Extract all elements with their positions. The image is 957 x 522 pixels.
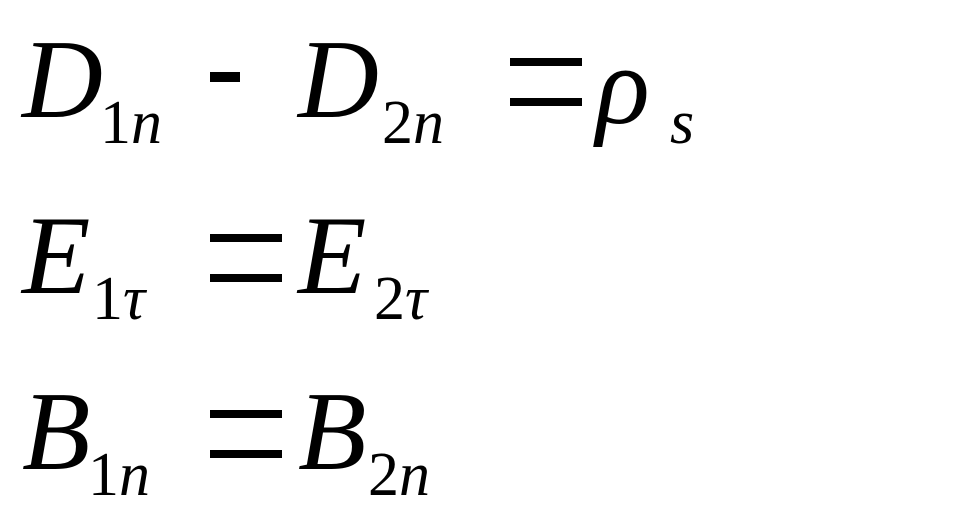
- symbol-b: B: [298, 370, 367, 494]
- equation-tangential-e: E 1τ = E 2τ: [0, 176, 957, 346]
- symbol-b: B: [22, 370, 91, 494]
- symbol-e: E: [298, 194, 367, 318]
- subscript-number: 2: [382, 89, 413, 157]
- equation-normal-d: D 1n - D 2n = ρ s: [0, 0, 957, 170]
- subscript-number: 1: [92, 265, 123, 333]
- subscript-variable: n: [119, 441, 150, 509]
- symbol-e: E: [22, 194, 91, 318]
- subscript-1n: 1n: [88, 444, 150, 506]
- subscript-variable: n: [399, 441, 430, 509]
- equals-sign: [510, 58, 582, 106]
- subscript-number: 1: [88, 441, 119, 509]
- subscript-number: 2: [374, 265, 405, 333]
- subscript-1n: 1n: [100, 92, 162, 154]
- subscript-2tau: 2τ: [374, 268, 427, 330]
- subscript-variable: τ: [405, 265, 428, 333]
- minus-sign: [210, 72, 240, 82]
- subscript-variable: s: [670, 89, 695, 157]
- subscript-number: 2: [368, 441, 399, 509]
- subscript-1tau: 1τ: [92, 268, 145, 330]
- equation-normal-b: B 1n = B 2n: [0, 352, 957, 522]
- symbol-d: D: [298, 18, 379, 142]
- subscript-number: 1: [100, 89, 131, 157]
- equals-sign: [210, 234, 282, 282]
- subscript-2n: 2n: [382, 92, 444, 154]
- subscript-s: s: [670, 92, 694, 154]
- subscript-variable: τ: [123, 265, 146, 333]
- symbol-rho: ρ: [596, 24, 650, 148]
- equals-sign: [210, 410, 282, 458]
- subscript-variable: n: [413, 89, 444, 157]
- subscript-2n: 2n: [368, 444, 430, 506]
- symbol-d: D: [22, 18, 103, 142]
- subscript-variable: n: [131, 89, 162, 157]
